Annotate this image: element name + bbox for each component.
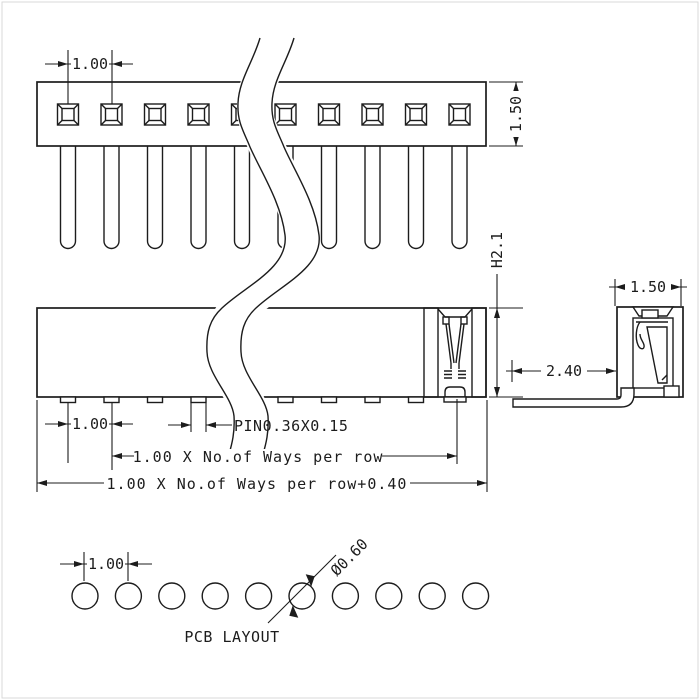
dim-side-lead: 2.40 (506, 360, 616, 382)
front-section-detail (423, 307, 487, 403)
section-wall-left (423, 307, 439, 398)
dim-front-pitch: 1.00 (45, 403, 133, 470)
svg-text:1.50: 1.50 (630, 278, 666, 296)
break-line-right (240, 37, 320, 455)
dim-side-width: 1.50 (609, 278, 687, 306)
pcb-holes (71, 582, 490, 610)
section-solder-pad (443, 396, 467, 403)
side-view (512, 306, 684, 408)
break-line-left (206, 37, 286, 455)
section-wall-right (471, 307, 487, 398)
dim-row-width: 1.00 X No.of Ways per row (112, 399, 458, 466)
front-view-body (36, 307, 487, 398)
dimensions: 1.00 1.50 H2.1 (36, 50, 687, 493)
side-contact-tip (641, 309, 659, 319)
svg-text:1.50: 1.50 (507, 96, 525, 132)
dim-hole-diameter: Ø0.60 (267, 535, 372, 624)
pcb-layout: 1.00 Ø0.60 PCB LAYOUT (60, 535, 490, 646)
svg-text:1.00: 1.00 (72, 55, 108, 73)
svg-text:1.00 X No.of Ways per row: 1.00 X No.of Ways per row (133, 448, 384, 466)
dim-body-height: H2.1 (488, 232, 523, 398)
pcb-layout-caption: PCB LAYOUT (184, 628, 279, 646)
svg-text:1.00: 1.00 (88, 555, 124, 573)
smt-lead (512, 387, 635, 408)
side-contact (635, 321, 668, 384)
front-view (36, 307, 487, 404)
dim-pin-size: PIN0.36X0.15 (168, 403, 348, 435)
dim-pcb-pitch: 1.00 (60, 552, 152, 581)
break-lines (205, 32, 321, 460)
svg-text:1.00 X No.of Ways per row+0.40: 1.00 X No.of Ways per row+0.40 (107, 475, 408, 493)
dim-top-pitch: 1.00 (45, 50, 133, 104)
svg-text:1.00: 1.00 (72, 415, 108, 433)
svg-text:H2.1: H2.1 (488, 232, 506, 268)
dim-overall-width: 1.00 X No.of Ways per row+0.40 (36, 400, 488, 493)
svg-text:2.40: 2.40 (546, 362, 582, 380)
dim-top-height: 1.50 (489, 81, 525, 147)
svg-text:PIN0.36X0.15: PIN0.36X0.15 (234, 417, 348, 435)
side-standoff-notch (663, 385, 680, 398)
